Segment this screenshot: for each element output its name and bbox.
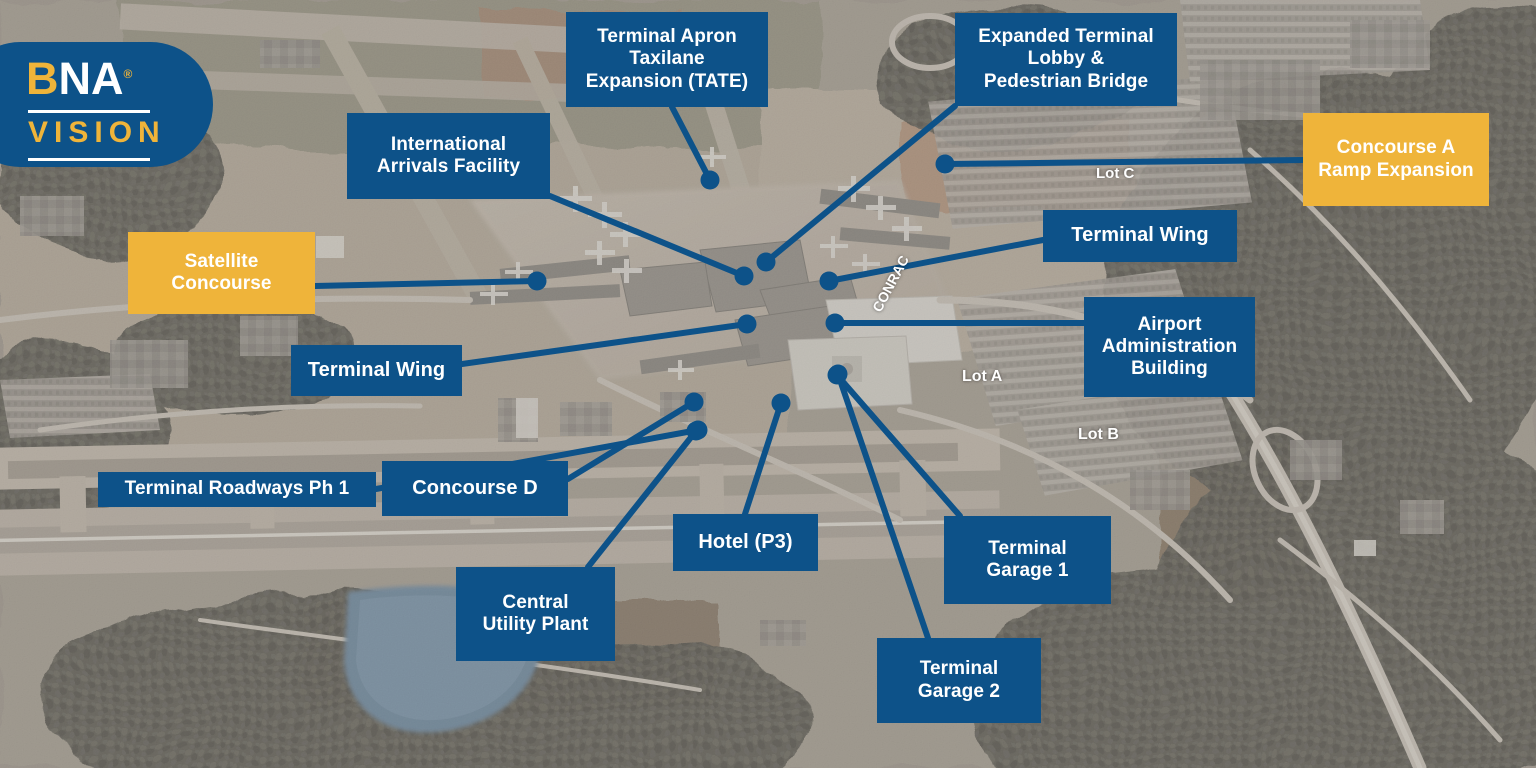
logo-wordmark: BNA® [26,56,132,101]
map-label-lot-b: Lot B [1078,426,1119,443]
callout-terminal-roadways-ph-1[interactable]: Terminal Roadways Ph 1 [98,472,376,507]
callout-label-text: Terminal Roadways Ph 1 [124,478,350,500]
callout-label-text: Terminal Wing [307,358,446,381]
callout-concourse-d[interactable]: Concourse D [382,461,568,516]
map-label-lot-a: Lot A [962,368,1003,385]
logo-letters-na: NA [58,53,124,104]
registered-trademark-icon: ® [123,67,133,81]
callout-label-text: Hotel (P3) [698,530,793,553]
logo-vision-text: VISION [28,116,166,149]
logo-letter-b: B [26,53,59,104]
callout-label-text: Concourse D [412,476,538,499]
logo-rule-bottom [28,158,150,161]
bna-vision-logo: BNA® VISION [0,42,213,167]
callout-terminal-wing-north[interactable]: Terminal Wing [1043,210,1237,262]
map-label-lot-c: Lot C [1096,165,1135,182]
callout-label-text: Terminal Wing [1071,224,1209,247]
logo-rule-top [28,110,150,113]
callout-terminal-wing-south[interactable]: Terminal Wing [291,345,462,396]
callout-hotel-p3[interactable]: Hotel (P3) [673,514,818,571]
